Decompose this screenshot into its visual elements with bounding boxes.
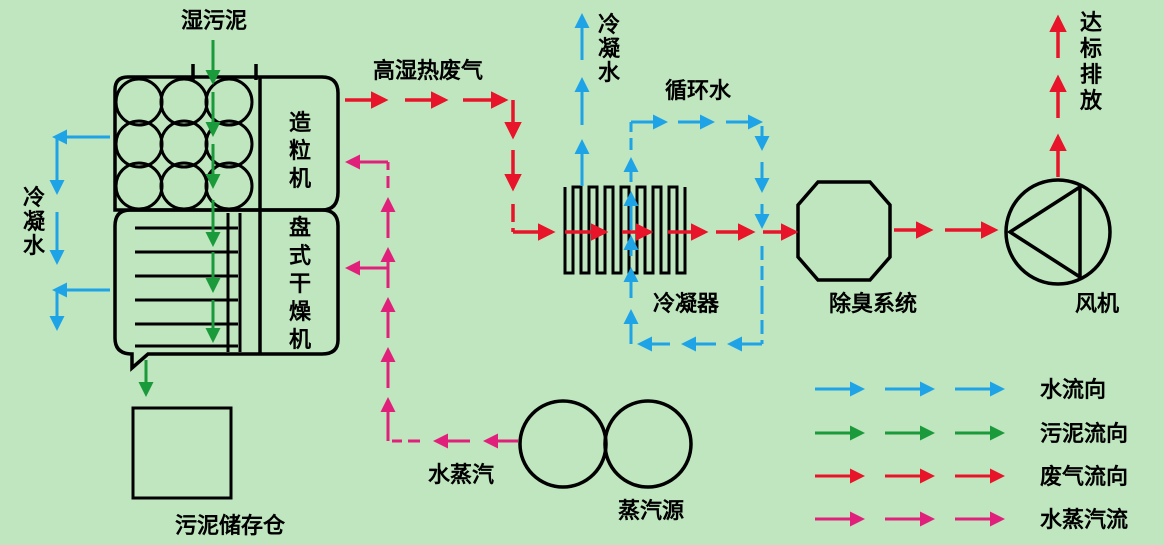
circulating-water-label: 循环水 xyxy=(665,78,732,104)
steam-label: 水蒸汽 xyxy=(428,462,494,488)
legend-water-label: 水流向 xyxy=(1040,377,1106,403)
deodor-octagon xyxy=(796,180,892,282)
steam-source-symbol xyxy=(518,399,693,489)
condenser-coil xyxy=(563,185,687,275)
wet-sludge-label: 湿污泥 xyxy=(181,9,247,34)
fan-symbol xyxy=(1004,178,1112,286)
emission-label: 达标排放 xyxy=(1079,11,1103,114)
granulator-label: 造粒机 xyxy=(289,111,311,192)
steam-source-label: 蒸汽源 xyxy=(618,498,684,524)
condenser-label: 冷凝器 xyxy=(653,291,720,317)
circulating-water-arrows xyxy=(623,114,770,352)
high-humidity-gas-label: 高湿热废气 xyxy=(373,58,483,84)
disc-dryer-label: 盘式干燥机 xyxy=(289,215,312,353)
sludge-storage-bin xyxy=(131,406,233,500)
steam-flow-arrows xyxy=(345,154,518,449)
exhaust-gas-arrows xyxy=(345,14,1067,241)
fan-label: 风机 xyxy=(1075,292,1119,317)
sludge-storage-label: 污泥储存仓 xyxy=(175,513,286,539)
legend xyxy=(815,381,1005,527)
top-condensate-label: 冷凝水 xyxy=(598,12,621,86)
sludge-flow-arrows xyxy=(138,40,221,397)
legend-sludge-label: 污泥流向 xyxy=(1040,421,1128,447)
left-condensate-arrows xyxy=(49,129,110,331)
deodor-label: 除臭系统 xyxy=(829,291,917,317)
disc-dryer-unit xyxy=(113,208,340,372)
legend-steam-label: 水蒸汽流 xyxy=(1040,507,1128,533)
legend-gas-label: 废气流向 xyxy=(1040,464,1128,490)
left-condensate-label: 冷凝水 xyxy=(23,185,46,259)
